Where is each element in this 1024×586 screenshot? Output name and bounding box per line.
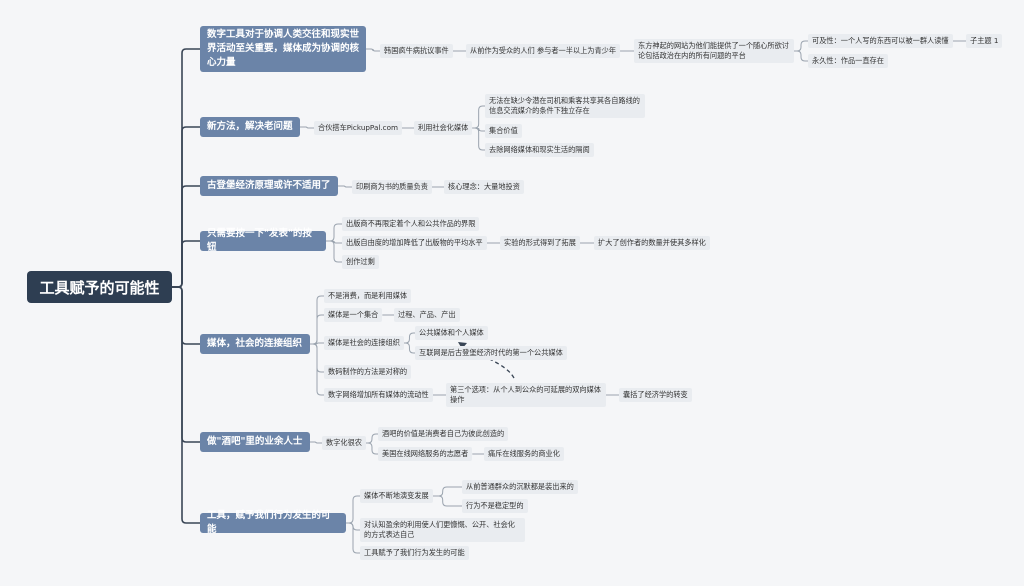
branch-5-node-9[interactable]: 第三个选项：从个人到公众的可延展的双向媒体操作: [446, 383, 606, 407]
branch-1-node-4[interactable]: 可及性：一个人写的东西可以被一群人读懂: [808, 34, 953, 48]
branch-6-node-1[interactable]: 数字化很农: [322, 436, 366, 450]
branch-5-node-8[interactable]: 数字网络增加所有媒体的流动性: [324, 388, 433, 402]
branch-6-node-2[interactable]: 酒吧的价值是消费者自己为彼此创造的: [378, 427, 509, 441]
branch-6-topic[interactable]: 做"酒吧"里的业余人士: [200, 432, 310, 452]
branch-2-node-1[interactable]: 合伙搭车PickupPal.com: [314, 121, 402, 135]
branch-5-topic[interactable]: 媒体，社会的连接组织: [200, 334, 310, 354]
branch-5-node-7[interactable]: 数码制作的方法是对称的: [324, 365, 412, 379]
branch-1-node-2[interactable]: 从前作为受众的人们 参与者一半以上为青少年: [466, 44, 621, 58]
branch-3-topic[interactable]: 古登堡经济原理或许不适用了: [200, 176, 338, 196]
branch-1-node-6[interactable]: 永久性：作品一直存在: [808, 54, 888, 68]
branch-7-node-2[interactable]: 从前普通群众的沉默都是装出来的: [462, 480, 578, 494]
branch-7-topic[interactable]: 工具，赋予我们行为发生的可能: [200, 510, 346, 535]
branch-2-node-5[interactable]: 去除网络媒体和现实生活的隔阂: [485, 143, 594, 157]
branch-2-topic[interactable]: 新方法，解决老问题: [200, 117, 300, 137]
root-topic[interactable]: 工具赋予的可能性: [27, 271, 172, 303]
branch-4-node-5[interactable]: 创作过剩: [342, 255, 379, 269]
branch-6-node-3[interactable]: 美国在线网络服务的志愿者: [378, 447, 473, 461]
branch-5-node-10[interactable]: 囊括了经济学的转变: [619, 388, 692, 402]
branch-4-node-2[interactable]: 出版自由度的增加降低了出版物的平均水平: [342, 236, 487, 250]
branch-7-node-3[interactable]: 行为不是稳定型的: [462, 499, 528, 513]
branch-3-node-2[interactable]: 核心理念：大量地投资: [444, 180, 524, 194]
branch-4-node-1[interactable]: 出版商不再限定着个人和公共作品的界限: [342, 217, 480, 231]
branch-4-node-3[interactable]: 实验的形式得到了拓展: [500, 236, 580, 250]
branch-4-topic[interactable]: 只需要按一下"发表"的按钮: [200, 228, 326, 253]
branch-1-node-5[interactable]: 子主题 1: [966, 34, 1003, 48]
branch-5-node-3[interactable]: 过程、产品、产出: [394, 308, 460, 322]
relationship-arrowhead: [458, 342, 467, 349]
branch-1-node-1[interactable]: 韩国疯牛病抗议事件: [380, 44, 453, 58]
branch-4-node-4[interactable]: 扩大了创作者的数量并使其多样化: [594, 236, 710, 250]
branch-7-node-5[interactable]: 工具赋予了我们行为发生的可能: [360, 546, 469, 560]
branch-3-node-1[interactable]: 印刷商为书的质量负责: [352, 180, 432, 194]
branch-5-node-5[interactable]: 公共媒体和个人媒体: [415, 326, 488, 340]
branch-7-node-4[interactable]: 对认知盈余的利用使人们更慷慨、公开、社会化的方式表达自己: [360, 518, 525, 542]
branch-1-node-3[interactable]: 东方神起的网站为他们能提供了一个随心所欲讨论包括政治在内的所有问题的平台: [634, 39, 794, 63]
branch-2-node-4[interactable]: 集合价值: [485, 124, 522, 138]
branch-5-node-1[interactable]: 不是消费，而是利用媒体: [324, 289, 412, 303]
branch-6-node-4[interactable]: 痛斥在线服务的商业化: [484, 447, 564, 461]
branch-1-topic[interactable]: 数字工具对于协调人类交往和现实世界活动至关重要，媒体成为协调的核心力量: [200, 26, 366, 72]
branch-7-node-1[interactable]: 媒体不断地演变发展: [360, 489, 433, 503]
branch-5-node-4[interactable]: 媒体是社会的连接组织: [324, 336, 404, 350]
branch-5-node-2[interactable]: 媒体是一个集合: [324, 308, 383, 322]
branch-2-node-3[interactable]: 无法在缺少令潜在司机和乘客共享其各自路线的信息交流媒介的条件下独立存在: [485, 94, 645, 118]
branch-2-node-2[interactable]: 利用社会化媒体: [414, 121, 473, 135]
branch-5-node-6[interactable]: 互联网是后古登堡经济时代的第一个公共媒体: [415, 346, 567, 360]
